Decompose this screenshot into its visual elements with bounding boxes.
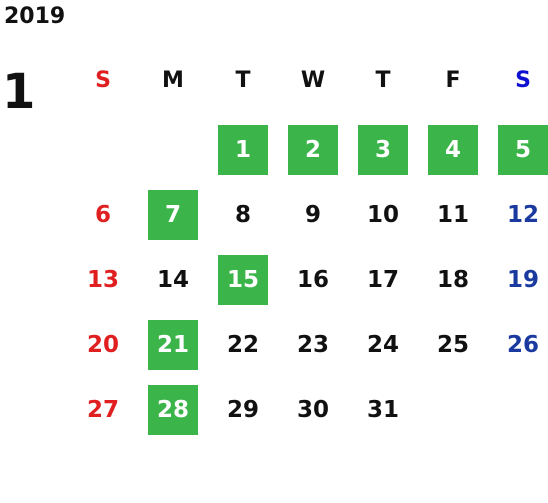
day-23[interactable]: 23 bbox=[296, 332, 329, 358]
day-12[interactable]: 12 bbox=[506, 202, 539, 228]
weekday-sat: S bbox=[515, 68, 531, 93]
day-1[interactable]: 1 bbox=[218, 125, 268, 175]
day-4[interactable]: 4 bbox=[428, 125, 478, 175]
day-17[interactable]: 17 bbox=[366, 267, 399, 293]
day-15[interactable]: 15 bbox=[218, 255, 268, 305]
day-6[interactable]: 6 bbox=[94, 202, 111, 228]
day-5[interactable]: 5 bbox=[498, 125, 548, 175]
weekday-fri: F bbox=[445, 68, 461, 93]
day-20[interactable]: 20 bbox=[86, 332, 119, 358]
day-29[interactable]: 29 bbox=[226, 397, 259, 423]
day-16[interactable]: 16 bbox=[296, 267, 329, 293]
day-27[interactable]: 27 bbox=[86, 397, 119, 423]
day-8[interactable]: 8 bbox=[234, 202, 251, 228]
weekday-mon: M bbox=[162, 68, 184, 93]
day-28[interactable]: 28 bbox=[148, 385, 198, 435]
day-22[interactable]: 22 bbox=[226, 332, 259, 358]
day-11[interactable]: 11 bbox=[436, 202, 469, 228]
day-3[interactable]: 3 bbox=[358, 125, 408, 175]
year-label: 2019 bbox=[4, 4, 66, 29]
day-9[interactable]: 9 bbox=[304, 202, 321, 228]
day-31[interactable]: 31 bbox=[366, 397, 399, 423]
day-30[interactable]: 30 bbox=[296, 397, 329, 423]
day-13[interactable]: 13 bbox=[86, 267, 119, 293]
day-2[interactable]: 2 bbox=[288, 125, 338, 175]
weekday-tue: T bbox=[235, 68, 251, 93]
weekday-wed: W bbox=[300, 68, 326, 93]
day-24[interactable]: 24 bbox=[366, 332, 399, 358]
day-26[interactable]: 26 bbox=[506, 332, 539, 358]
weekday-sun: S bbox=[95, 68, 111, 93]
day-21[interactable]: 21 bbox=[148, 320, 198, 370]
day-14[interactable]: 14 bbox=[156, 267, 189, 293]
month-number: 1 bbox=[2, 64, 36, 120]
day-7[interactable]: 7 bbox=[148, 190, 198, 240]
day-19[interactable]: 19 bbox=[506, 267, 539, 293]
day-25[interactable]: 25 bbox=[436, 332, 469, 358]
day-18[interactable]: 18 bbox=[436, 267, 469, 293]
weekday-thu: T bbox=[375, 68, 391, 93]
day-10[interactable]: 10 bbox=[366, 202, 399, 228]
